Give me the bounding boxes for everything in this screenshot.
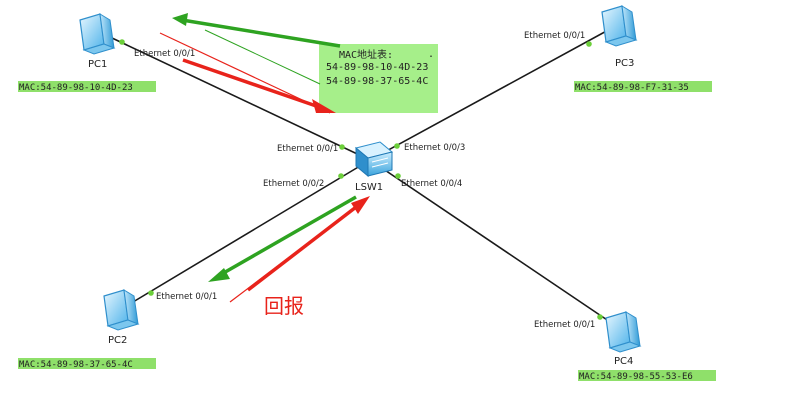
pc-icon: [601, 5, 638, 47]
pc4-node[interactable]: PC4: [605, 311, 642, 367]
link-pc2-switch: [127, 159, 371, 306]
switch-port-e004: Ethernet 0/0/4: [401, 179, 462, 189]
arrow-reply-green: [208, 195, 357, 282]
arrow-reply-red: [229, 196, 370, 303]
pc2-port: Ethernet 0/0/1: [156, 292, 217, 302]
pc2-name: PC2: [108, 335, 127, 346]
pc4-port: Ethernet 0/0/1: [534, 320, 595, 330]
pc-icon: [79, 13, 116, 55]
mac-table-entry-1: 54-89-98-10-4D-23: [326, 62, 428, 73]
pc3-name: PC3: [615, 58, 634, 69]
mac-table-entry-2: 54-89-98-37-65-4C: [326, 76, 428, 87]
mac-table-box: [319, 44, 438, 113]
mac-table-leader: [204, 29, 321, 85]
pc1-port: Ethernet 0/0/1: [134, 49, 195, 59]
pc4-name: PC4: [614, 356, 633, 367]
switch-name: LSW1: [355, 182, 383, 193]
pc1-mac: MAC:54-89-98-10-4D-23: [19, 83, 133, 93]
pc-icon: [605, 311, 642, 353]
port-dots: [119, 39, 603, 320]
pc2-node[interactable]: PC2: [103, 289, 140, 346]
link-pc3-switch: [369, 27, 613, 161]
switch-port-e002: Ethernet 0/0/2: [263, 179, 324, 189]
switch-port-e003: Ethernet 0/0/3: [404, 143, 465, 153]
pc2-mac: MAC:54-89-98-37-65-4C: [19, 360, 133, 370]
reply-label: 回报: [264, 294, 304, 318]
pc4-mac-badge: [578, 370, 716, 381]
pc-icon: [103, 289, 140, 331]
arrow-table-learn: [172, 13, 341, 48]
pc3-port: Ethernet 0/0/1: [524, 31, 585, 41]
pc3-mac: MAC:54-89-98-F7-31-35: [575, 83, 689, 93]
pc2-mac-badge: [18, 358, 156, 369]
pc1-node[interactable]: PC1: [79, 13, 116, 70]
switch-lsw1[interactable]: LSW1: [354, 141, 394, 193]
pc3-node[interactable]: PC3: [601, 5, 638, 69]
link-pc4-switch: [369, 159, 623, 331]
pc1-name: PC1: [88, 59, 107, 70]
mac-table-dot: .: [428, 49, 434, 60]
arrow-request: [182, 58, 336, 113]
pc1-mac-badge: [18, 81, 156, 92]
pc3-mac-badge: [574, 81, 712, 92]
switch-port-e001: Ethernet 0/0/1: [277, 144, 338, 154]
pc4-mac: MAC:54-89-98-55-53-E6: [579, 372, 693, 382]
mac-table-title: MAC地址表:: [339, 48, 393, 61]
link-pc1-switch: [111, 37, 371, 161]
switch-icon: [354, 141, 394, 178]
